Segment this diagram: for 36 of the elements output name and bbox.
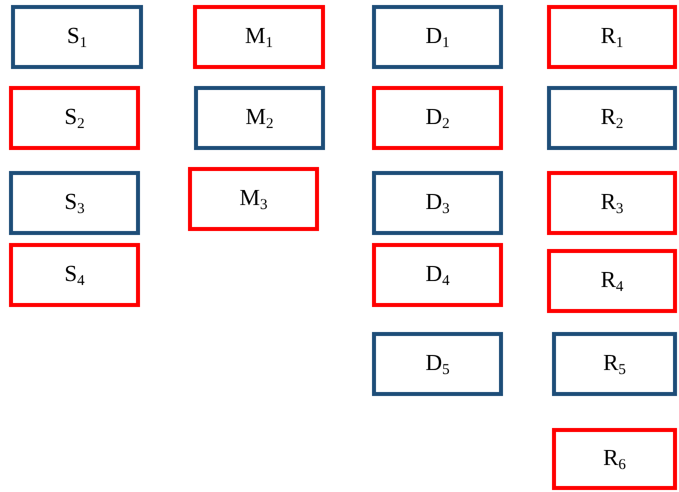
box-label: S$_{4}$ <box>64 260 85 290</box>
process-box <box>372 86 503 150</box>
box-label: R$_{2}$ <box>600 104 624 132</box>
box-label: S$_{1}$ <box>66 22 88 52</box>
box-label: R$_{5}$ <box>603 350 626 378</box>
process-box <box>9 243 140 307</box>
box-label: D$_{3}$ <box>425 188 450 218</box>
process-box <box>547 171 677 235</box>
process-box <box>372 5 503 69</box>
process-box <box>372 171 503 235</box>
box-label: M$_{3}$ <box>240 184 268 214</box>
process-box <box>193 5 325 69</box>
box-label: S$_{3}$ <box>64 188 85 218</box>
box-label: S$_{2}$ <box>64 104 85 132</box>
process-box <box>188 167 319 231</box>
process-box <box>547 249 677 313</box>
process-box <box>547 5 677 69</box>
box-label: D$_{2}$ <box>425 104 450 132</box>
process-box <box>194 86 325 150</box>
process-box <box>11 5 143 69</box>
box-label: M$_{1}$ <box>245 22 273 52</box>
process-box <box>552 428 677 490</box>
process-box <box>547 86 677 150</box>
process-box <box>372 332 503 396</box>
box-label: R$_{1}$ <box>600 22 624 52</box>
box-label: D$_{5}$ <box>425 350 450 378</box>
box-label: R$_{4}$ <box>600 266 624 296</box>
process-box <box>9 171 140 235</box>
process-box <box>552 332 677 396</box>
process-box <box>372 243 503 307</box>
process-box <box>9 86 140 150</box>
box-label: D$_{1}$ <box>425 22 450 52</box>
box-label: D$_{4}$ <box>425 260 450 290</box>
box-label: R$_{6}$ <box>603 444 626 474</box>
box-label: M$_{2}$ <box>246 104 274 132</box>
box-label: R$_{3}$ <box>600 188 624 218</box>
